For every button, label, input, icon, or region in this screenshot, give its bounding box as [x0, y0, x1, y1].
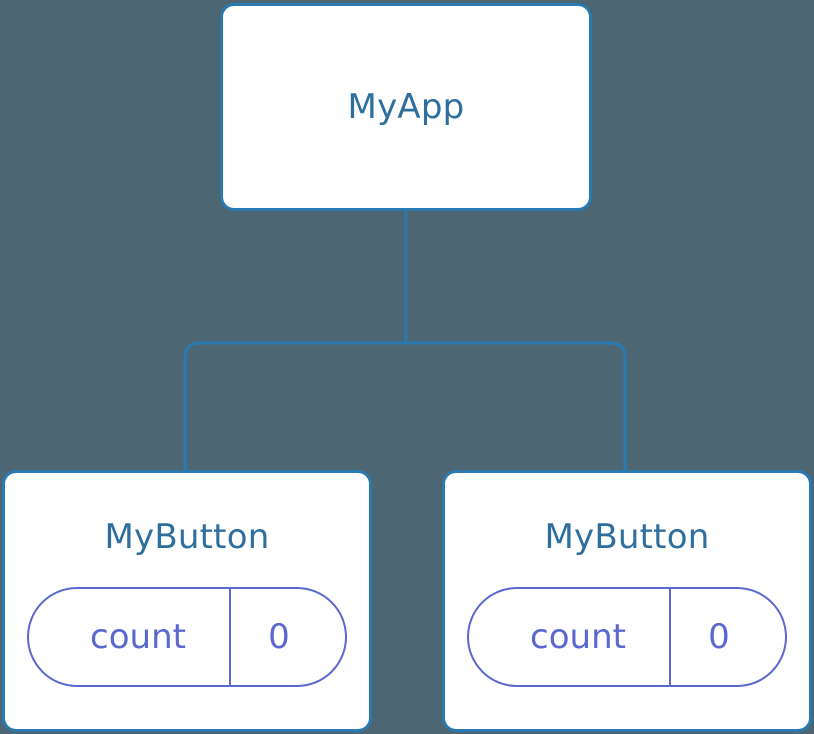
state-pill-right-divider: [669, 589, 671, 685]
edge-root-to-child-right: [406, 341, 627, 470]
node-mybutton-left[interactable]: MyButton count 0: [2, 470, 372, 732]
edge-root-to-child-left: [183, 341, 406, 470]
state-pill-left[interactable]: count 0: [27, 587, 347, 687]
state-pill-left-divider: [229, 589, 231, 685]
node-mybutton-left-title: MyButton: [104, 517, 270, 557]
state-pill-left-value: 0: [268, 617, 290, 657]
node-mybutton-right[interactable]: MyButton count 0: [442, 470, 812, 732]
state-pill-left-key: count: [90, 617, 186, 657]
node-mybutton-right-title: MyButton: [544, 517, 710, 557]
state-pill-right-value: 0: [708, 617, 730, 657]
node-myapp[interactable]: MyApp: [220, 3, 592, 211]
state-pill-right-key: count: [530, 617, 626, 657]
state-pill-right[interactable]: count 0: [467, 587, 787, 687]
node-myapp-title: MyApp: [347, 87, 465, 127]
